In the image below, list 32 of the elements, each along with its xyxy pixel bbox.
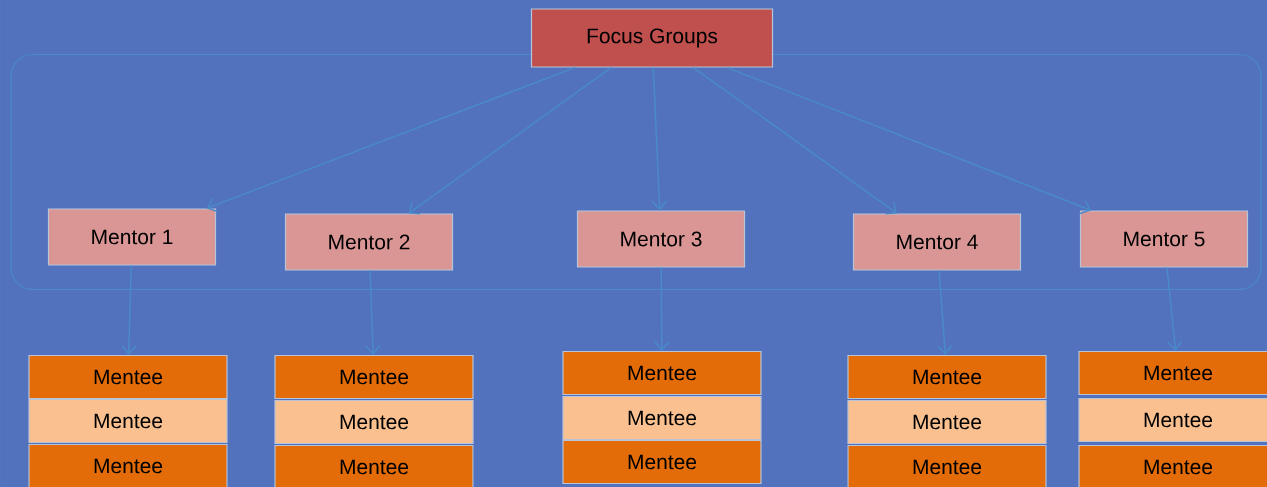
- arrow: [408, 66, 612, 215]
- mentor-box: Mentor 1: [47, 208, 217, 266]
- mentee-box: Mentee: [562, 350, 762, 396]
- arrow: [651, 66, 668, 211]
- mentee-box: Mentee: [847, 354, 1047, 400]
- mentee-box: Mentee: [847, 399, 1047, 445]
- mentee-box: Mentee: [28, 443, 228, 487]
- mentee-box: Mentee: [28, 398, 228, 444]
- mentee-box: Mentee: [562, 439, 762, 485]
- bracket-outline: [10, 53, 1262, 291]
- arrow: [121, 264, 137, 355]
- mentor-box: Mentor 3: [576, 210, 746, 268]
- arrow: [365, 269, 381, 355]
- mentor-box: Mentor 5: [1079, 210, 1249, 268]
- arrow: [692, 66, 898, 215]
- mentor-box: Mentor 4: [852, 213, 1022, 271]
- arrow: [654, 266, 670, 351]
- arrow: [1166, 266, 1183, 351]
- mentor-box: Mentor 2: [284, 213, 454, 271]
- mentee-box: Mentee: [562, 395, 762, 441]
- mentee-box: Mentee: [847, 444, 1047, 487]
- arrow: [206, 66, 576, 213]
- arrow: [726, 66, 1092, 215]
- mentee-box: Mentee: [1078, 350, 1267, 396]
- group-box: Focus Groups: [530, 8, 774, 68]
- arrow: [936, 269, 953, 355]
- mentee-box: Mentee: [1078, 444, 1267, 487]
- mentee-box: Mentee: [1078, 397, 1267, 443]
- mentee-box: Mentee: [28, 354, 228, 400]
- mentee-box: Mentee: [274, 399, 474, 445]
- mentee-box: Mentee: [274, 354, 474, 400]
- mentee-box: Mentee: [274, 444, 474, 487]
